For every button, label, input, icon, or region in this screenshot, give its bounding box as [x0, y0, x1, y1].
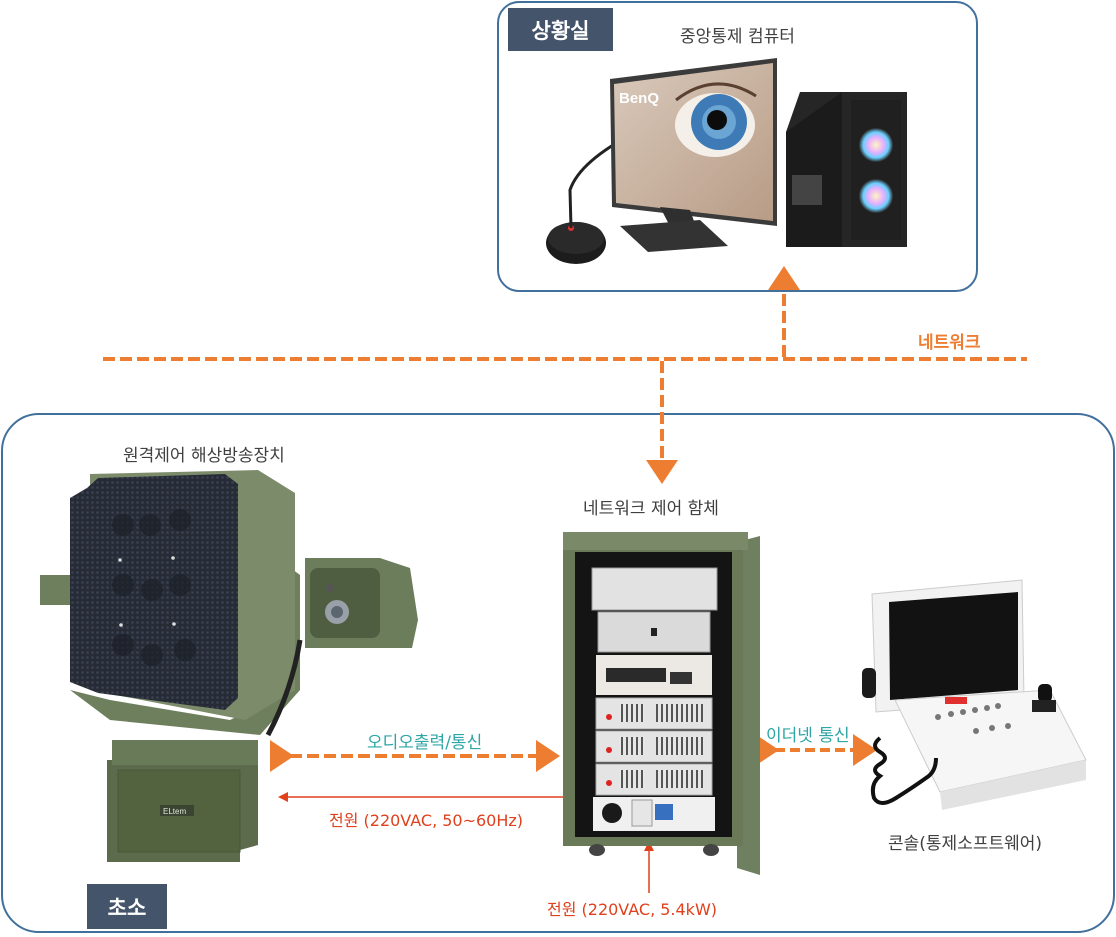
post-tag: 초소 [87, 884, 167, 929]
speaker-brand-plate: ELtem [163, 807, 186, 816]
control-room-tag: 상황실 [508, 8, 613, 51]
pc-tower-image [786, 92, 907, 247]
speaker-unit-image: ELtem [40, 470, 418, 862]
network-cabinet-caption: 네트워크 제어 함체 [583, 499, 719, 519]
central-computer-caption: 중앙통제 컴퓨터 [680, 27, 795, 47]
monitor-brand: BenQ [619, 90, 659, 107]
console-image [862, 579, 1087, 810]
power-speaker-label: 전원 (220VAC, 50~60Hz) [329, 811, 524, 830]
power-cabinet-label: 전원 (220VAC, 5.4kW) [547, 900, 718, 919]
console-caption: 콘솔(통제소프트웨어) [888, 834, 1043, 854]
network-label: 네트워크 [918, 333, 981, 353]
network-cabinet-image [563, 532, 760, 875]
speaker-unit-caption: 원격제어 해상방송장치 [123, 446, 285, 466]
monitor-image: BenQ [610, 58, 777, 252]
